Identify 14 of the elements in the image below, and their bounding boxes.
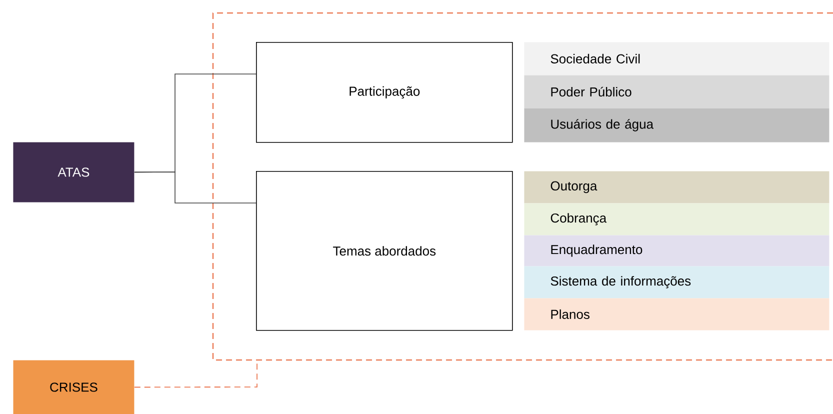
connector-line [134,172,256,204]
process-box: Temas abordados [256,171,513,331]
category-box: CRISES [13,360,134,414]
list-band: Sociedade Civil [524,42,830,76]
list-band: Usuários de água [524,108,830,142]
list-band: Poder Público [524,75,830,108]
list-band: Planos [524,298,830,330]
list-band: Cobrança [524,203,830,236]
process-box: Participação [256,42,513,143]
list-band: Sistema de informações [524,266,830,298]
list-band: Outorga [524,171,830,204]
dashed-region [212,12,833,360]
list-band: Enquadramento [524,235,830,266]
category-box: ATAS [13,142,134,202]
